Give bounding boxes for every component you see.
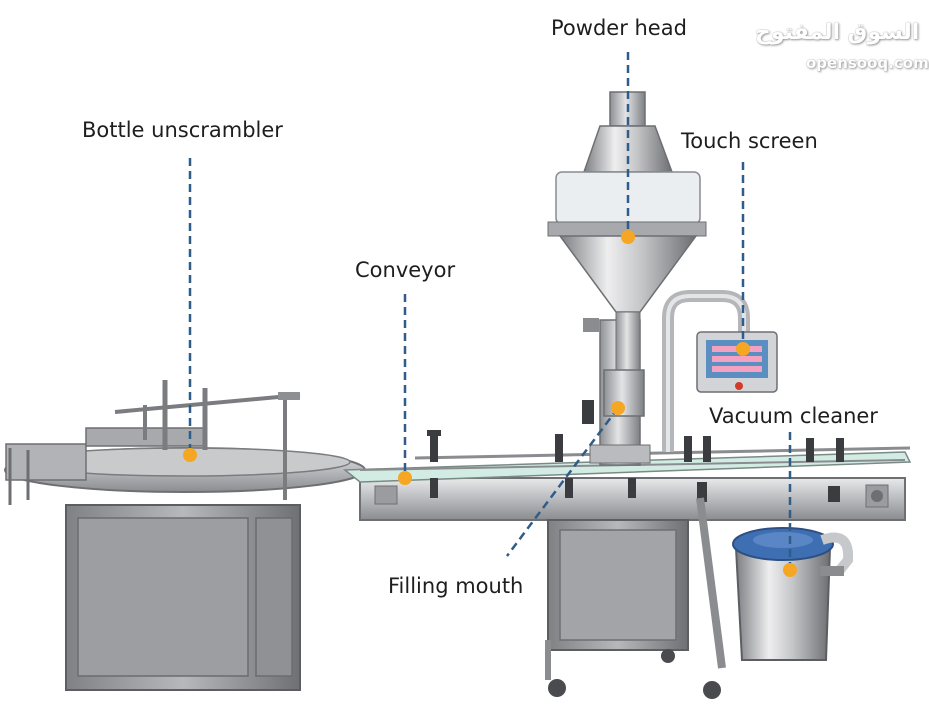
watermark-latin: opensooq.com [806, 54, 929, 72]
dot-powder-head [621, 230, 635, 244]
watermark-arabic: السوق المفتوح [755, 20, 920, 45]
dot-conveyor [398, 471, 412, 485]
dot-filling-mouth [611, 401, 625, 415]
marker-dots [183, 230, 797, 577]
label-vacuum-cleaner: Vacuum cleaner [709, 404, 878, 428]
label-touch-screen: Touch screen [681, 129, 818, 153]
label-conveyor: Conveyor [355, 258, 456, 282]
dot-bottle-unscrambler [183, 448, 197, 462]
dot-vacuum-cleaner [783, 563, 797, 577]
label-bottle-unscrambler: Bottle unscrambler [82, 118, 283, 142]
leader-filling-mouth [506, 407, 619, 557]
touch-screen-device [662, 290, 778, 452]
label-powder-head: Powder head [551, 16, 687, 40]
label-filling-mouth: Filling mouth [388, 574, 524, 598]
bottle-unscrambler-machine [4, 380, 366, 691]
leader-lines [188, 52, 792, 570]
dot-touch-screen [736, 342, 750, 356]
vacuum-cleaner-device [732, 527, 854, 661]
